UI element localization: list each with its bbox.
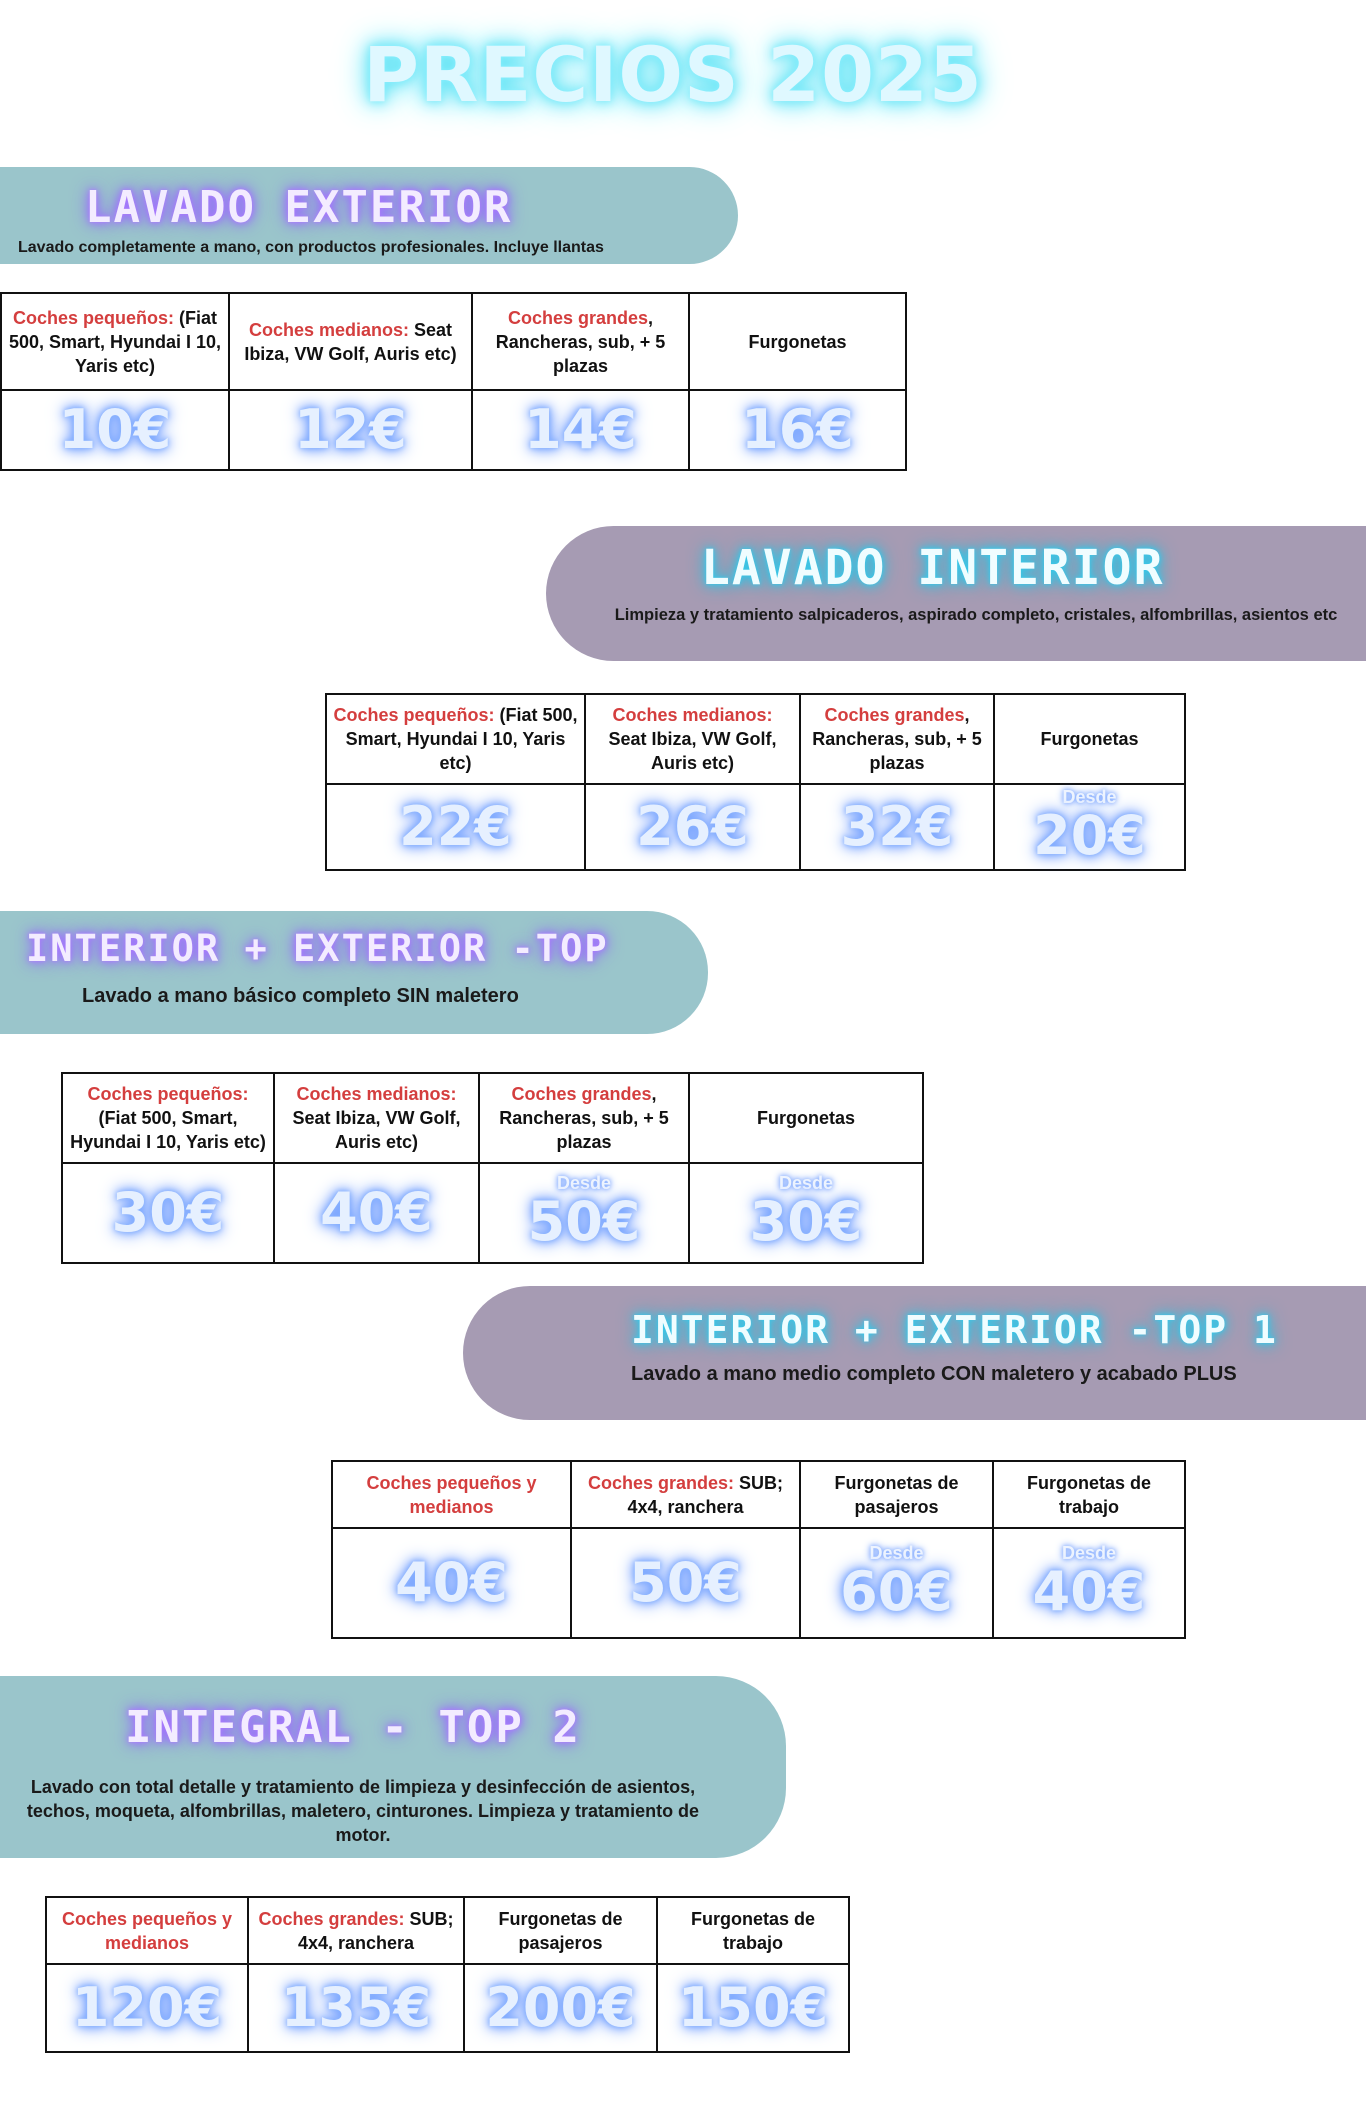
price-value: 120€ [71,1976,223,2039]
vehicle-category-cell: Coches medianos: Seat Ibiza, VW Golf, Au… [584,693,801,785]
section-heading: LAVADO INTERIOR [701,540,1165,596]
price-cell: 22€ [325,783,586,871]
price-cell: 16€ [688,389,907,471]
price-value: 60€ [840,1560,953,1623]
price-value: 16€ [741,398,854,461]
section-heading: LAVADO EXTERIOR [85,182,513,233]
table-header-row: Coches pequeños: (Fiat 500, Smart, Hyund… [0,292,907,391]
price-table-interior-exterior-top: Coches pequeños: (Fiat 500, Smart, Hyund… [61,1072,924,1264]
desde-label: Desde [1061,1543,1117,1563]
price-value: 40€ [320,1181,433,1244]
vehicle-category-cell: Coches pequeños: (Fiat 500, Smart, Hyund… [0,292,230,391]
vehicle-category-cell: Coches pequeños y medianos [331,1460,572,1529]
vehicle-category-cell: Coches grandes: SUB; 4x4, ranchera [570,1460,801,1529]
price-value: 200€ [485,1976,636,2039]
price-value: 50€ [629,1551,742,1614]
price-value: 32€ [840,795,954,858]
desde-label: Desde [556,1173,612,1193]
vehicle-category-cell: Coches medianos: Seat Ibiza, VW Golf, Au… [228,292,473,391]
vehicle-category-cell: Furgonetas de trabajo [992,1460,1186,1529]
section-banner-integral-top-2: INTEGRAL - TOP 2 Lavado con total detall… [0,1676,786,1858]
vehicle-category-cell: Furgonetas [688,1072,924,1164]
section-description: Lavado a mano medio completo CON maleter… [631,1363,1237,1385]
price-cell: 30€ [61,1162,275,1264]
section-heading: INTERIOR + EXTERIOR -TOP [26,927,609,970]
desde-label: Desde [869,1543,924,1563]
price-table-lavado-exterior: Coches pequeños: (Fiat 500, Smart, Hyund… [0,292,907,471]
section-description: Limpieza y tratamiento salpicaderos, asp… [614,606,1338,624]
vehicle-category-cell: Furgonetas de pasajeros [463,1896,658,1965]
section-heading: INTEGRAL - TOP 2 [125,1702,581,1753]
section-description: Lavado completamente a mano, con product… [18,239,604,256]
vehicle-category-cell: Coches pequeños: (Fiat 500, Smart, Hyund… [61,1072,275,1164]
table-price-row: 10€ 12€ 14€ 16€ [0,389,907,471]
price-cell: 40€ [273,1162,480,1264]
price-value: 30€ [111,1181,225,1244]
vehicle-category-cell: Coches pequeños y medianos [45,1896,249,1965]
desde-label: Desde [778,1173,834,1193]
price-cell: 32€ [799,783,995,871]
vehicle-category-cell: Furgonetas de trabajo [656,1896,850,1965]
price-value: 50€ [527,1190,641,1253]
table-price-row: 120€ 135€ 200€ 150€ [45,1963,850,2053]
price-value: 30€ [749,1190,863,1253]
price-value: 26€ [636,795,749,858]
vehicle-category-cell: Coches pequeños: (Fiat 500, Smart, Hyund… [325,693,586,785]
price-table-lavado-interior: Coches pequeños: (Fiat 500, Smart, Hyund… [325,693,1186,871]
section-banner-interior-exterior-top-1: INTERIOR + EXTERIOR -TOP 1 Lavado a mano… [463,1286,1366,1420]
price-value: 12€ [294,398,407,461]
vehicle-category-cell: Coches grandes: SUB; 4x4, ranchera [247,1896,465,1965]
section-description: Lavado a mano básico completo SIN malete… [82,985,519,1007]
price-value: 150€ [677,1976,829,2039]
section-banner-interior-exterior-top: INTERIOR + EXTERIOR -TOP Lavado a mano b… [0,911,708,1034]
price-value: 40€ [1032,1560,1146,1623]
section-banner-lavado-interior: LAVADO INTERIOR Limpieza y tratamiento s… [546,526,1366,661]
section-description: Lavado con total detalle y tratamiento d… [26,1777,700,1845]
price-cell: 150€ [656,1963,850,2053]
table-header-row: Coches pequeños: (Fiat 500, Smart, Hyund… [325,693,1186,785]
vehicle-category-cell: Furgonetas [688,292,907,391]
price-cell: 26€ [584,783,801,871]
price-cell: 14€ [471,389,690,471]
price-value: 14€ [524,398,637,461]
section-heading: INTERIOR + EXTERIOR -TOP 1 [631,1308,1278,1352]
price-cell: 50€ [570,1527,801,1639]
price-table-integral-top-2: Coches pequeños y medianos Coches grande… [45,1896,850,2053]
table-header-row: Coches pequeños y medianos Coches grande… [331,1460,1186,1529]
price-cell: 12€ [228,389,473,471]
vehicle-category-cell: Coches medianos: Seat Ibiza, VW Golf, Au… [273,1072,480,1164]
vehicle-category-cell: Coches grandes, Rancheras, sub, + 5 plaz… [799,693,995,785]
vehicle-category-cell: Coches grandes, Rancheras, sub, + 5 plaz… [478,1072,690,1164]
price-value: 40€ [395,1551,508,1614]
vehicle-category-cell: Coches grandes, Rancheras, sub, + 5 plaz… [471,292,690,391]
price-value: 135€ [280,1976,432,2039]
price-value: 22€ [399,795,512,858]
price-cell: 40€ [331,1527,572,1639]
vehicle-category-cell: Furgonetas [993,693,1186,785]
price-cell: 200€ [463,1963,658,2053]
table-header-row: Coches pequeños y medianos Coches grande… [45,1896,850,1965]
price-value: 10€ [58,398,172,461]
page-title: PRECIOS 2025 [363,30,983,119]
price-value: 20€ [1033,804,1146,867]
price-cell: 120€ [45,1963,249,2053]
vehicle-category-cell: Furgonetas de pasajeros [799,1460,994,1529]
price-cell: 10€ [0,389,230,471]
section-banner-lavado-exterior: LAVADO EXTERIOR Lavado completamente a m… [0,167,738,264]
price-table-interior-exterior-top-1: Coches pequeños y medianos Coches grande… [331,1460,1186,1639]
desde-label: Desde [1062,787,1117,807]
table-header-row: Coches pequeños: (Fiat 500, Smart, Hyund… [61,1072,924,1164]
price-cell: 135€ [247,1963,465,2053]
